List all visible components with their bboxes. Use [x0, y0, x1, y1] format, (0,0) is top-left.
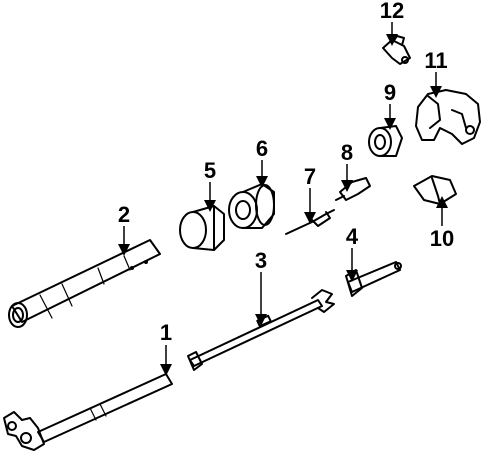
callout-7: 7 — [304, 164, 316, 189]
part-6-bearing — [228, 183, 275, 229]
callout-11: 11 — [424, 48, 447, 73]
part-12-clip — [382, 35, 411, 65]
part-9-bushing — [368, 125, 403, 157]
part-1-lower-shaft — [3, 373, 173, 451]
callout-3: 3 — [255, 248, 267, 273]
callout-9: 9 — [384, 80, 396, 105]
part-2-column-tube — [8, 239, 161, 328]
callout-labels: 1 2 3 4 5 6 7 8 9 10 11 12 — [118, 0, 454, 345]
part-10-bracket — [413, 175, 457, 205]
part-11-housing-cover — [415, 89, 481, 145]
callout-4: 4 — [346, 224, 359, 249]
callout-8: 8 — [341, 140, 353, 165]
callout-6: 6 — [256, 136, 268, 161]
callout-5: 5 — [204, 158, 216, 183]
callout-10: 10 — [430, 226, 454, 251]
callout-12: 12 — [380, 0, 404, 23]
part-4-upper-shaft — [345, 261, 402, 297]
part-5-sleeve — [179, 205, 225, 251]
callout-1: 1 — [160, 320, 172, 345]
callout-2: 2 — [118, 202, 130, 227]
callout-leaders — [118, 22, 448, 376]
part-8-switch — [335, 177, 371, 201]
